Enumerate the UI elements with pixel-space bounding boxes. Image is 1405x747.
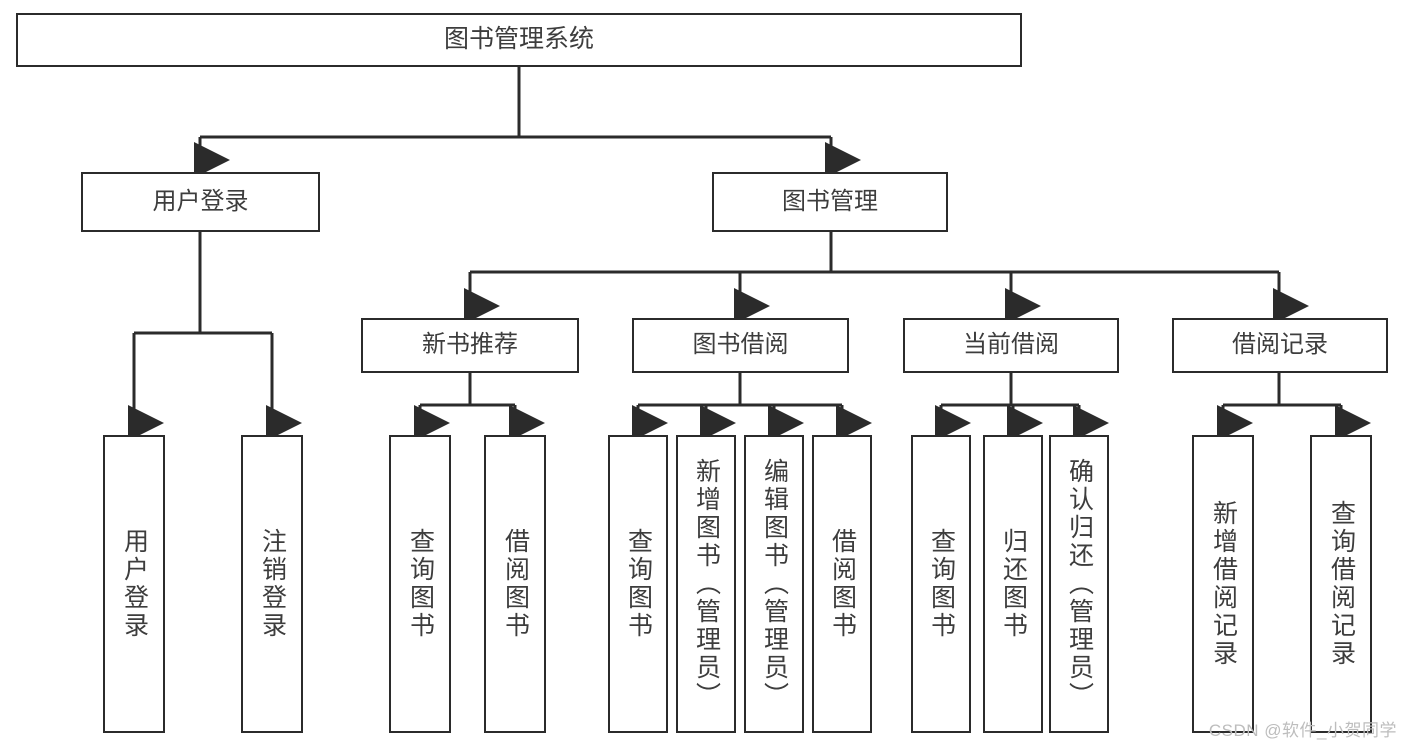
node-leaf-return-book-label: 归还图书	[999, 528, 1028, 640]
node-leaf-borrow-book-1[interactable]: 借阅图书	[484, 435, 546, 733]
node-leaf-add-book[interactable]: 新增图书（管理员）	[676, 435, 736, 733]
node-leaf-edit-book-label: 编辑图书（管理员）	[760, 458, 789, 710]
node-leaf-return-book[interactable]: 归还图书	[983, 435, 1043, 733]
node-leaf-query-book-3-label: 查询图书	[927, 528, 956, 640]
node-leaf-query-book-3[interactable]: 查询图书	[911, 435, 971, 733]
connectors-userlogin-to-leaves	[128, 232, 302, 441]
node-leaf-logout[interactable]: 注销登录	[241, 435, 303, 733]
node-user-login-label: 用户登录	[152, 187, 249, 215]
connectors-borrowrecord-to-leaves	[1217, 373, 1371, 441]
node-new-book-recommend[interactable]: 新书推荐	[361, 318, 579, 373]
node-leaf-add-record[interactable]: 新增借阅记录	[1192, 435, 1254, 733]
connectors-currentborrow-to-leaves	[935, 373, 1109, 441]
node-leaf-borrow-book-1-label: 借阅图书	[501, 528, 530, 640]
connectors-bookmanage-to-level3	[464, 232, 1309, 324]
node-root-system[interactable]: 图书管理系统	[16, 13, 1022, 67]
node-leaf-borrow-book-2-label: 借阅图书	[828, 528, 857, 640]
node-leaf-logout-label: 注销登录	[258, 528, 287, 640]
node-book-manage[interactable]: 图书管理	[712, 172, 948, 232]
connectors-root-to-level2	[194, 67, 861, 178]
node-book-borrow[interactable]: 图书借阅	[632, 318, 849, 373]
node-user-login[interactable]: 用户登录	[81, 172, 320, 232]
node-leaf-edit-book[interactable]: 编辑图书（管理员）	[744, 435, 804, 733]
node-current-borrow-label: 当前借阅	[963, 331, 1059, 359]
node-leaf-add-book-label: 新增图书（管理员）	[692, 458, 721, 710]
node-current-borrow[interactable]: 当前借阅	[903, 318, 1119, 373]
node-leaf-user-login-label: 用户登录	[120, 528, 149, 640]
node-leaf-query-book-1[interactable]: 查询图书	[389, 435, 451, 733]
node-borrow-record[interactable]: 借阅记录	[1172, 318, 1388, 373]
node-leaf-query-record-label: 查询借阅记录	[1327, 500, 1356, 668]
node-leaf-borrow-book-2[interactable]: 借阅图书	[812, 435, 872, 733]
node-leaf-query-record[interactable]: 查询借阅记录	[1310, 435, 1372, 733]
node-new-book-recommend-label: 新书推荐	[422, 331, 518, 359]
node-root-label: 图书管理系统	[443, 25, 594, 54]
watermark-text: CSDN @软件_小贺同学	[1208, 721, 1397, 740]
node-leaf-query-book-1-label: 查询图书	[406, 528, 435, 640]
connectors-bookborrow-to-leaves	[632, 373, 872, 441]
node-borrow-record-label: 借阅记录	[1232, 331, 1328, 359]
node-leaf-user-login[interactable]: 用户登录	[103, 435, 165, 733]
connectors-newbook-to-leaves	[414, 373, 545, 441]
node-leaf-query-book-2-label: 查询图书	[624, 528, 653, 640]
node-leaf-query-book-2[interactable]: 查询图书	[608, 435, 668, 733]
node-book-manage-label: 图书管理	[782, 187, 878, 215]
node-leaf-confirm-return[interactable]: 确认归还（管理员）	[1049, 435, 1109, 733]
node-leaf-confirm-return-label: 确认归还（管理员）	[1065, 458, 1094, 710]
node-book-borrow-label: 图书借阅	[692, 331, 789, 359]
node-leaf-add-record-label: 新增借阅记录	[1209, 500, 1238, 668]
